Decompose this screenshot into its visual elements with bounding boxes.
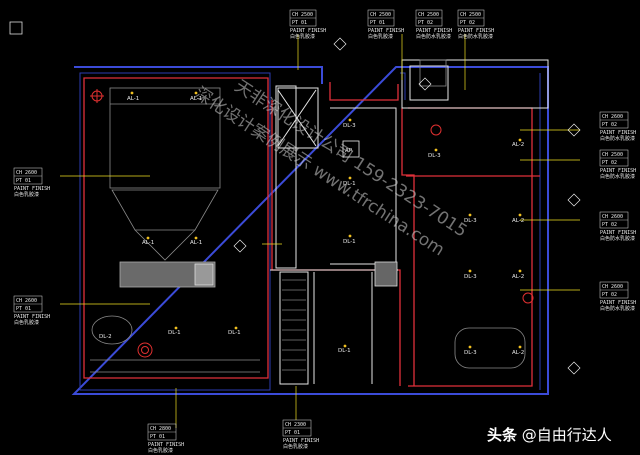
fixture-label: DL-3 [428, 153, 441, 159]
downlight-dots [130, 91, 522, 349]
watermark-line-2: 深化设计案例展示 www.tfrchina.com [191, 83, 448, 260]
spec-tag-right-2: CH 2500 PT 02 PAINT FINISH 白色防水乳胶漆 [599, 149, 636, 180]
spec-tag-right-1: CH 2600 PT 02 PAINT FINISH 白色防水乳胶漆 [599, 111, 636, 142]
tag-ch: CH 2600 [602, 214, 623, 220]
fixture-label: AL-2 [512, 350, 524, 356]
fixture-label: DL-1 [168, 330, 181, 336]
fixture-label: DL-1 [228, 330, 241, 336]
fixture-label: DL-1 [338, 348, 351, 354]
tag-ch: CH 2500 [370, 12, 391, 18]
tag-pt: PT 01 [16, 306, 31, 312]
fixture-label: AL-2 [512, 142, 524, 148]
tag-finish-en: PAINT FINISH [290, 28, 326, 34]
tag-finish-cn: 白色乳胶漆 [368, 33, 393, 40]
ap-label: AP. [345, 148, 353, 154]
tag-ch: CH 2600 [602, 114, 623, 120]
tag-pt: PT 02 [602, 160, 617, 166]
tag-pt: PT 02 [602, 122, 617, 128]
spec-tag-top-2: CH 2500 PT 01 PAINT FINISH 白色乳胶漆 [367, 9, 404, 40]
fixture-label: DL-1 [343, 181, 356, 187]
tag-finish-cn: 白色防水乳胶漆 [600, 305, 635, 312]
fixture-label: DL-3 [464, 274, 477, 280]
tag-ch: CH 2500 [292, 12, 313, 18]
fixture-label: DL-2 [99, 334, 112, 340]
tag-finish-cn: 白色乳胶漆 [148, 447, 173, 454]
tag-finish-cn: 白色乳胶漆 [283, 443, 308, 450]
fixture-label: DL-3 [464, 350, 477, 356]
tag-ch: CH 2600 [16, 170, 37, 176]
tag-finish-cn: 白色防水乳胶漆 [600, 173, 635, 180]
tag-finish-en: PAINT FINISH [416, 28, 452, 34]
tag-finish-en: PAINT FINISH [283, 438, 319, 444]
tag-finish-cn: 白色防水乳胶漆 [600, 135, 635, 142]
tag-pt: PT 02 [460, 20, 475, 26]
tag-pt: PT 02 [602, 222, 617, 228]
fixture-label: AL-1 [190, 240, 202, 246]
spec-tag-top-4: CH 2500 PT 02 PAINT FINISH 白色防水乳胶漆 [457, 9, 494, 40]
tag-finish-cn: 白色乳胶漆 [14, 191, 39, 198]
fixture-label: DL-3 [464, 218, 477, 224]
fixture-label: AL-2 [512, 218, 524, 224]
tag-finish-cn: 白色防水乳胶漆 [600, 235, 635, 242]
spec-tag-left-2: CH 2600 PT 01 PAINT FINISH 白色乳胶漆 [13, 295, 50, 326]
tag-pt: PT 01 [150, 434, 165, 440]
spec-tag-right-4: CH 2600 PT 02 PAINT FINISH 白色防水乳胶漆 [599, 281, 636, 312]
spec-tags: CH 2500 PT 01 PAINT FINISH 白色乳胶漆 CH 2500… [13, 9, 636, 454]
tag-ch: CH 2500 [602, 152, 623, 158]
inner-walls-white [270, 59, 549, 385]
spec-tag-top-3: CH 2500 PT 02 PAINT FINISH 白色防水乳胶漆 [415, 9, 452, 40]
tag-ch: CH 2600 [602, 284, 623, 290]
tag-finish-cn: 白色乳胶漆 [14, 319, 39, 326]
tag-ch: CH 2300 [285, 422, 306, 428]
tag-finish-en: PAINT FINISH [600, 168, 636, 174]
leader-lines [60, 34, 580, 428]
closet-hatch [282, 279, 306, 371]
tag-finish-cn: 白色防水乳胶漆 [416, 33, 451, 40]
fixture-label: AL-1 [127, 96, 139, 102]
tag-pt: PT 01 [292, 20, 307, 26]
fixture-label: DL-3 [343, 123, 356, 129]
bedroom-furniture [90, 59, 526, 373]
section-markers [233, 37, 581, 375]
tag-finish-en: PAINT FINISH [600, 300, 636, 306]
credit-handle: @自由行达人 [521, 426, 612, 444]
tag-finish-en: PAINT FINISH [148, 442, 184, 448]
spec-tag-bottom-2: CH 2300 PT 01 PAINT FINISH 白色乳胶漆 [282, 419, 319, 450]
fixture-label: AL-1 [142, 240, 154, 246]
tag-finish-en: PAINT FINISH [14, 314, 50, 320]
tag-pt: PT 01 [285, 430, 300, 436]
tag-ch: CH 2600 [16, 298, 37, 304]
tag-ch: CH 2800 [150, 426, 171, 432]
spec-tag-top-1: CH 2500 PT 01 PAINT FINISH 白色乳胶漆 [289, 9, 326, 40]
tag-ch: CH 2500 [418, 12, 439, 18]
tag-finish-en: PAINT FINISH [14, 186, 50, 192]
spec-tag-bottom-1: CH 2800 PT 01 PAINT FINISH 白色乳胶漆 [147, 423, 184, 454]
fixture-label: AL-1 [190, 96, 202, 102]
tag-finish-en: PAINT FINISH [368, 28, 404, 34]
fixture-labels: AL-1 AL-1 AL-1 AL-1 DL-1 DL-1 DL-3 DL-1 … [99, 96, 524, 356]
corner-frame [9, 21, 23, 35]
ap-box [342, 140, 360, 158]
tag-finish-en: PAINT FINISH [600, 230, 636, 236]
tag-pt: PT 02 [602, 292, 617, 298]
fixture-label: DL-1 [343, 239, 356, 245]
pendant-lamps [90, 89, 534, 358]
fixture-label: AL-2 [512, 274, 524, 280]
tag-pt: PT 02 [418, 20, 433, 26]
tag-finish-cn: 白色乳胶漆 [290, 33, 315, 40]
spec-tag-right-3: CH 2600 PT 02 PAINT FINISH 白色防水乳胶漆 [599, 211, 636, 242]
tag-finish-en: PAINT FINISH [600, 130, 636, 136]
tag-finish-en: PAINT FINISH [458, 28, 494, 34]
tag-pt: PT 01 [16, 178, 31, 184]
outer-walls [71, 66, 549, 395]
tag-finish-cn: 白色防水乳胶漆 [458, 33, 493, 40]
credit-brand: 头条 [487, 426, 518, 444]
tag-ch: CH 2500 [460, 12, 481, 18]
spec-tag-left-1: CH 2600 PT 01 PAINT FINISH 白色乳胶漆 [13, 167, 50, 198]
tag-pt: PT 01 [370, 20, 385, 26]
source-credit: 头条 @自由行达人 [487, 424, 635, 444]
